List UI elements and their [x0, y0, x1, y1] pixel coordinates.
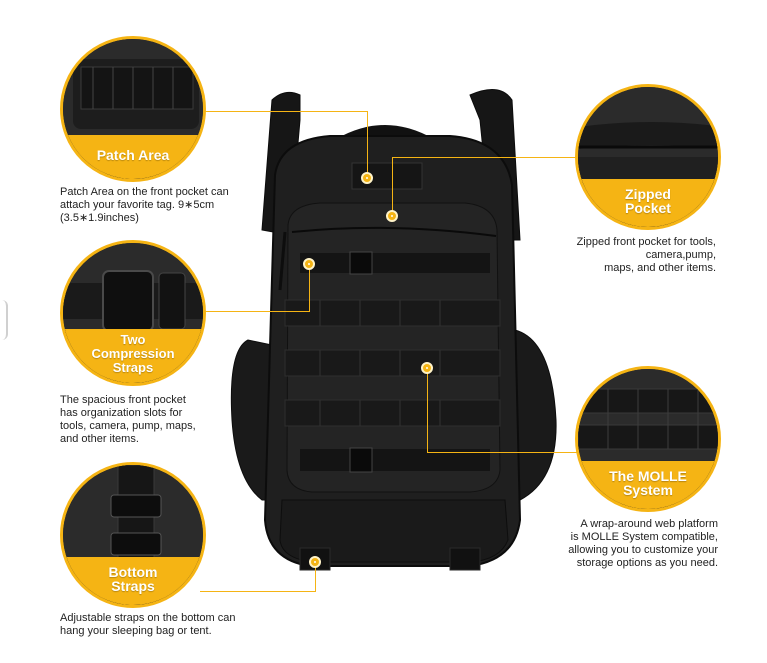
callout-molle-label: The MOLLE System	[578, 461, 718, 509]
leader-line-bottom	[200, 591, 316, 592]
callout-compression-label: Two Compression Straps	[63, 329, 203, 383]
leader-line-compression	[200, 311, 310, 312]
leader-line-bottom-v	[315, 563, 316, 592]
zipped-pocket-description: Zipped front pocket for tools, camera,pu…	[576, 236, 716, 274]
hotspot-patch	[361, 172, 373, 184]
hotspot-bottom	[309, 556, 321, 568]
leader-line-molle-v	[427, 369, 428, 453]
molle-system-description: A wrap-around web platform is MOLLE Syst…	[568, 518, 718, 569]
leader-line-patch	[200, 111, 368, 112]
compression-straps-description: The spacious front pocket has organizati…	[60, 394, 196, 445]
carousel-edge-indicator	[0, 300, 8, 340]
leader-line-zipped-v	[392, 157, 393, 215]
leader-line-patch-v	[367, 111, 368, 177]
hotspot-molle	[421, 362, 433, 374]
callout-bottom-straps: Bottom Straps	[60, 462, 206, 608]
patch-area-description: Patch Area on the front pocket can attac…	[60, 186, 229, 224]
callout-compression-straps: Two Compression Straps	[60, 240, 206, 386]
callout-bottom-label: Bottom Straps	[63, 557, 203, 605]
callout-molle-system: The MOLLE System	[575, 366, 721, 512]
hotspot-compression	[303, 258, 315, 270]
leader-line-compression-v	[309, 266, 310, 312]
leader-line-zipped	[392, 157, 578, 158]
hotspot-zipped	[386, 210, 398, 222]
leader-line-molle	[427, 452, 579, 453]
molle-closeup-image	[578, 369, 718, 509]
callout-zipped-pocket: Zipped Pocket	[575, 84, 721, 230]
callout-zipped-label: Zipped Pocket	[578, 179, 718, 227]
callout-patch-label: Patch Area	[63, 135, 203, 179]
bottom-straps-description: Adjustable straps on the bottom can hang…	[60, 612, 236, 637]
callout-patch-area: Patch Area	[60, 36, 206, 182]
